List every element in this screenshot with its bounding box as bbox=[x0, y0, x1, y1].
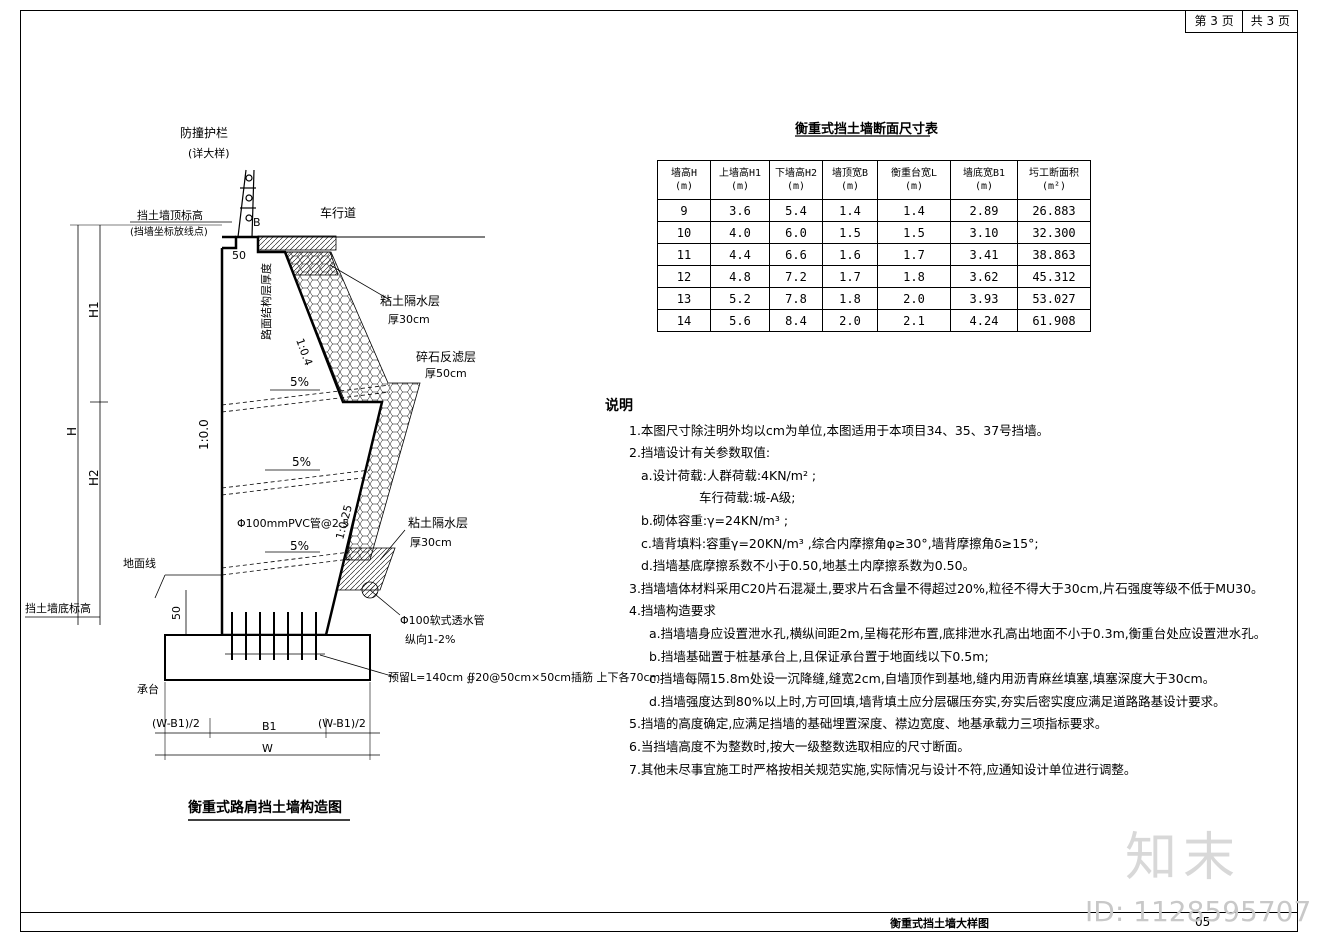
dim-50-bottom: 50 bbox=[170, 606, 183, 620]
dim-50-top: 50 bbox=[232, 249, 246, 262]
rebar-label: 预留L=140cm ∯20@50cm×50cm插筋 上下各70cm bbox=[388, 670, 660, 684]
rebar-group bbox=[231, 612, 317, 660]
note-2d: d.挡墙基底摩擦系数不小于0.50,地基土内摩擦系数为0.50。 bbox=[641, 558, 976, 574]
dim-b1: B1 bbox=[262, 720, 277, 733]
note-4a: a.挡墙墙身应设置泄水孔,横纵间距2m,呈梅花形布置,底排泄水孔高出地面不小于0… bbox=[649, 625, 1267, 641]
drawing-title: 衡重式路肩挡土墙构造图 bbox=[188, 799, 342, 816]
col-header: 下墙高H2(m) bbox=[769, 160, 823, 200]
notes-heading: 说明 bbox=[605, 398, 633, 414]
note-1: 1.本图尺寸除注明外均以cm为单位,本图适用于本项目34、35、37号挡墙。 bbox=[629, 422, 1050, 438]
col-header: 墙顶宽B(m) bbox=[822, 160, 878, 200]
dim-w: W bbox=[262, 742, 273, 755]
table-title: 衡重式挡土墙断面尺寸表 bbox=[795, 122, 939, 137]
sheet-title: 衡重式挡土墙大样图 bbox=[890, 917, 989, 930]
note-3: 3.挡墙墙体材料采用C20片石混凝土,要求片石含量不得超过20%,粒径不得大于3… bbox=[629, 580, 1264, 596]
note-4c: c.挡墙每隔15.8m处设一沉降缝,缝宽2cm,自墙顶作到基地,缝内用沥青麻丝填… bbox=[649, 671, 1216, 687]
b-label: B bbox=[253, 216, 261, 229]
pct-3: 5% bbox=[290, 539, 309, 553]
page-indicator: 第 3 页 共 3 页 bbox=[1185, 10, 1298, 33]
watermark-brand: 知末 bbox=[1125, 828, 1242, 888]
gravel-label: 碎石反滤层 bbox=[416, 349, 476, 364]
h1-dim: H1 bbox=[87, 301, 101, 318]
clay-bottom-label: 粘土隔水层 bbox=[408, 515, 468, 530]
drain-label: Φ100软式透水管 bbox=[400, 613, 485, 627]
dimension-table: 墙高H(m) 上墙高H1(m) 下墙高H2(m) 墙顶宽B(m) 衡重台宽L(m… bbox=[657, 160, 1091, 332]
page-total: 共 3 页 bbox=[1250, 14, 1290, 28]
wall-top-elev-note: (挡墙坐标放线点) bbox=[130, 225, 208, 238]
pavement-layer bbox=[257, 235, 337, 251]
dim-w-left: (W-B1)/2 bbox=[152, 717, 200, 730]
railing-label: 防撞护栏 bbox=[180, 125, 228, 140]
pct-2: 5% bbox=[292, 455, 311, 469]
note-4d: d.挡墙强度达到80%以上时,方可回填,墙背填土应分层碾压夯实,夯实后密实度应满… bbox=[649, 693, 1226, 709]
pvc-label: Φ100mmPVC管@2.5 bbox=[237, 516, 349, 530]
dim-w-right: (W-B1)/2 bbox=[318, 717, 366, 730]
clay-top-thickness: 厚30cm bbox=[388, 313, 430, 326]
pavement-label: 路面结构层厚度 bbox=[259, 263, 273, 340]
ground-label: 地面线 bbox=[123, 556, 156, 570]
col-header: 圬工断面积(m²) bbox=[1017, 160, 1091, 200]
drawing-frame bbox=[20, 10, 1298, 932]
col-header: 上墙高H1(m) bbox=[710, 160, 770, 200]
gravel-thickness: 厚50cm bbox=[425, 367, 467, 380]
watermark-id: ID: 1128595707 bbox=[1085, 895, 1312, 928]
cap-label: 承台 bbox=[137, 682, 159, 696]
note-2a-2: 车行荷载:城-A级; bbox=[699, 490, 796, 506]
note-5: 5.挡墙的高度确定,应满足挡墙的基础埋置深度、襟边宽度、地基承载力三项指标要求。 bbox=[629, 716, 1108, 732]
clay-top-label: 粘土隔水层 bbox=[380, 293, 440, 308]
col-header: 墙底宽B1(m) bbox=[950, 160, 1018, 200]
note-4b: b.挡墙基础置于桩基承台上,且保证承台置于地面线以下0.5m; bbox=[649, 648, 989, 664]
slope-00: 1:0.0 bbox=[197, 419, 211, 450]
col-header: 衡重台宽L(m) bbox=[877, 160, 951, 200]
wall-top-elev-label: 挡土墙顶标高 bbox=[137, 208, 203, 222]
wall-bottom-elev-label: 挡土墙底标高 bbox=[25, 601, 91, 615]
col-header: 墙高H(m) bbox=[657, 160, 711, 200]
title-block: 衡重式挡土墙大样图 05 bbox=[20, 912, 1298, 933]
note-6: 6.当挡墙高度不为整数时,按大一级整数选取相应的尺寸断面。 bbox=[629, 738, 970, 754]
note-2c: c.墙背填料:容重γ=20KN/m³ ,综合内摩擦角φ≥30°,墙背摩擦角δ≥1… bbox=[641, 535, 1039, 551]
notes-section: 说明 1.本图尺寸除注明外均以cm为单位,本图适用于本项目34、35、37号挡墙… bbox=[605, 395, 1266, 781]
railing-icon bbox=[237, 169, 256, 238]
note-2: 2.挡墙设计有关参数取值: bbox=[629, 445, 771, 461]
page-current: 第 3 页 bbox=[1186, 10, 1243, 32]
note-7: 7.其他未尽事宜施工时严格按相关规范实施,实际情况与设计不符,应通知设计单位进行… bbox=[629, 761, 1137, 777]
lane-label: 车行道 bbox=[320, 205, 356, 220]
pct-1: 5% bbox=[290, 375, 309, 389]
h2-dim: H2 bbox=[87, 469, 101, 486]
pile-cap bbox=[164, 634, 371, 681]
h-dim: H bbox=[65, 427, 79, 436]
note-2a: a.设计荷载:人群荷载:4KN/m² ; bbox=[641, 467, 817, 483]
railing-note: (详大样) bbox=[188, 146, 230, 160]
drain-slope: 纵向1-2% bbox=[405, 632, 455, 646]
note-2b: b.砌体容重:γ=24KN/m³ ; bbox=[641, 512, 789, 528]
table-header-row: 墙高H(m) 上墙高H1(m) 下墙高H2(m) 墙顶宽B(m) 衡重台宽L(m… bbox=[657, 160, 1091, 200]
clay-bottom-thickness: 厚30cm bbox=[410, 536, 452, 549]
sheet-number: 05 bbox=[1195, 915, 1211, 929]
note-4: 4.挡墙构造要求 bbox=[629, 603, 716, 619]
